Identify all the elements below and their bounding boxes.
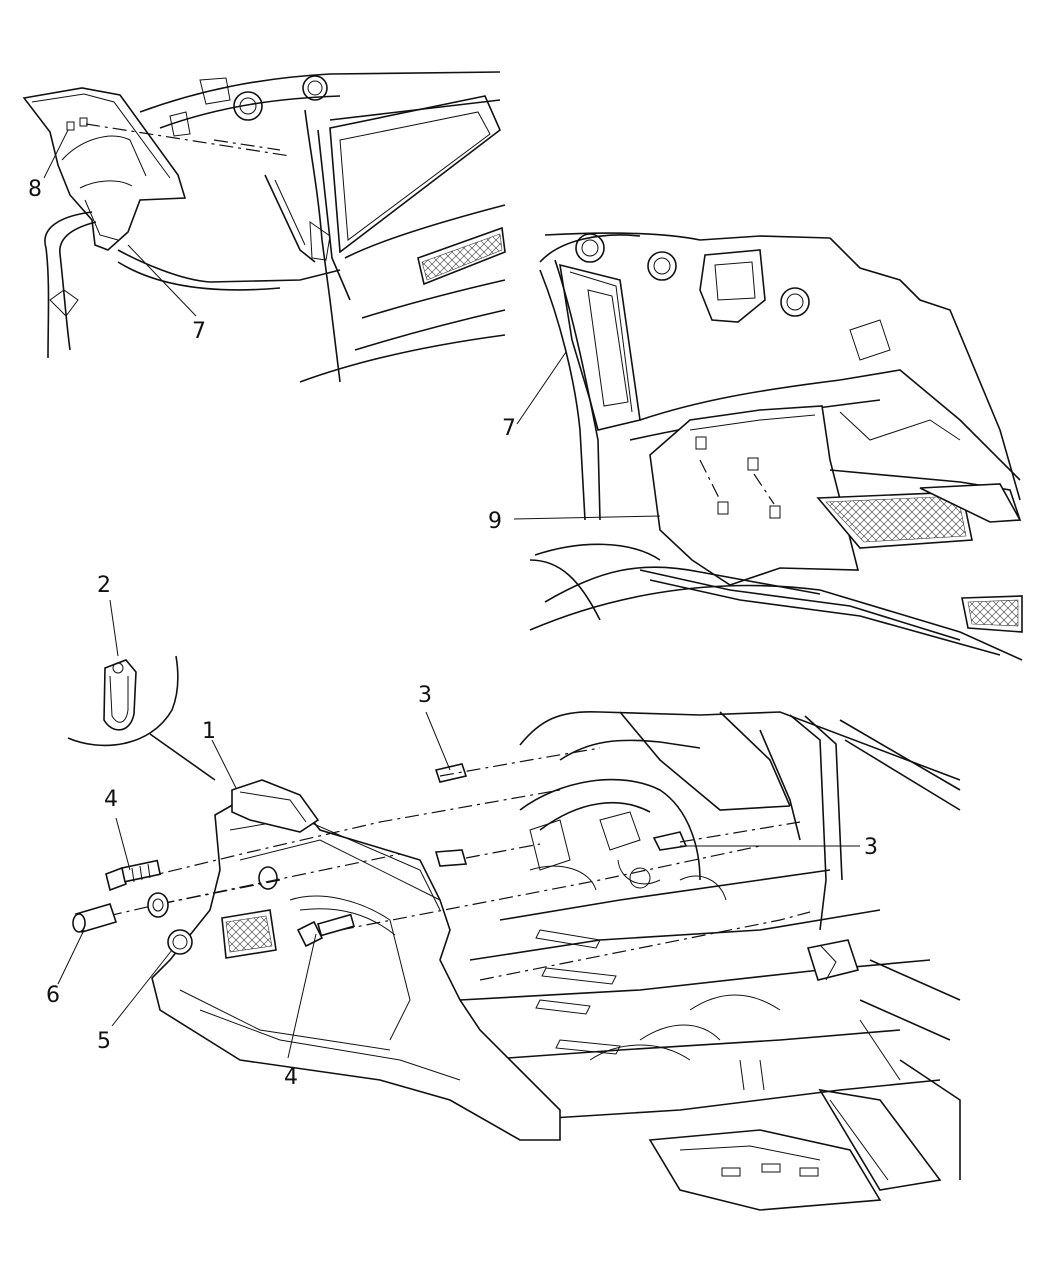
callout-4-left: 4 bbox=[104, 787, 118, 812]
callout-1: 1 bbox=[202, 719, 216, 744]
callout-3-right: 3 bbox=[864, 835, 878, 860]
nut-5 bbox=[147, 892, 193, 955]
callout-3-upper: 3 bbox=[418, 683, 432, 708]
callout-5: 5 bbox=[97, 1029, 111, 1054]
callout-2: 2 bbox=[97, 573, 111, 598]
callout-9: 9 bbox=[488, 509, 502, 534]
inset-d-ring bbox=[67, 655, 216, 781]
callout-4-lower: 4 bbox=[284, 1065, 298, 1090]
callout-6: 6 bbox=[46, 983, 60, 1008]
inset-upper-left bbox=[22, 71, 506, 383]
callout-7-upper-left: 7 bbox=[192, 319, 206, 344]
bolt-4-left bbox=[105, 859, 162, 892]
plug-6 bbox=[72, 903, 118, 933]
inset-upper-right bbox=[529, 232, 1023, 661]
callout-8: 8 bbox=[28, 177, 42, 202]
bolt-4-center bbox=[296, 913, 355, 948]
callout-7-upper-right: 7 bbox=[502, 416, 516, 441]
leader-lines bbox=[43, 129, 860, 1059]
main-view-lower bbox=[72, 710, 961, 1211]
